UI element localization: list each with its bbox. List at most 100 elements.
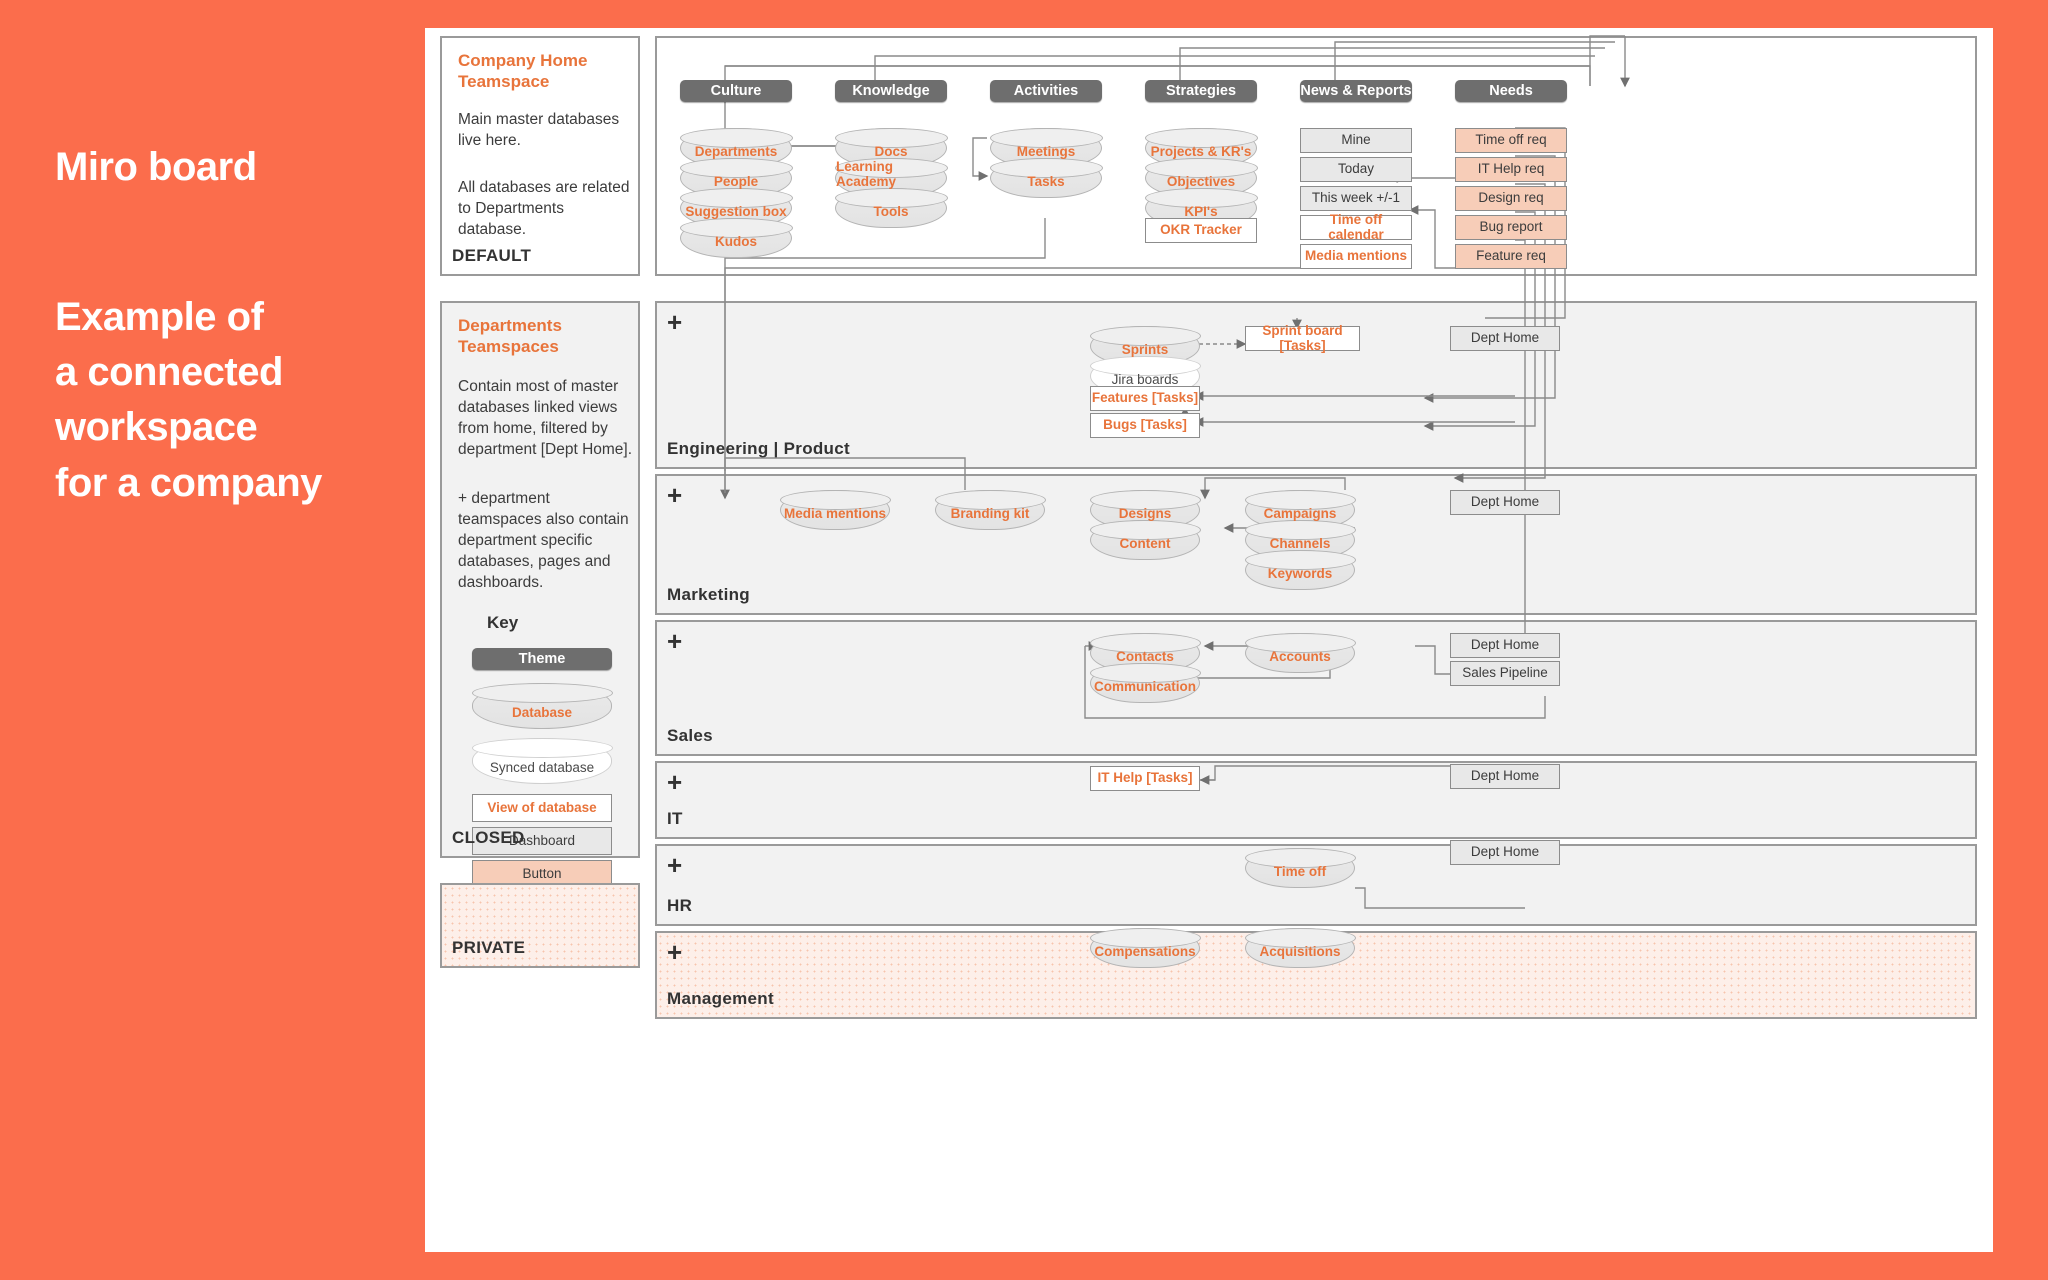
node-label: Designs [1118,506,1172,521]
page-title: Miro board [55,145,257,189]
node-button[interactable]: Feature req [1455,244,1567,269]
node-database[interactable]: Tools [834,187,948,228]
node-label: Time off [1273,864,1327,879]
add-icon[interactable]: + [667,626,683,656]
node-dashboard[interactable]: Dept Home [1450,764,1560,789]
dept-row-label: Engineering | Product [667,439,850,458]
add-icon[interactable]: + [667,937,683,967]
node-database[interactable]: Suggestion box [679,187,793,228]
node-view[interactable]: Media mentions [1300,244,1412,269]
theme-pill-needs[interactable]: Needs [1455,80,1567,102]
node-database[interactable]: Keywords [1244,549,1356,590]
node-button[interactable]: Design req [1455,186,1567,211]
node-label: Projects & KR's [1150,144,1252,159]
node-label: Contacts [1116,649,1174,664]
note-body-1: Contain most of master databases linked … [458,378,633,458]
node-label: Sprint board [Tasks] [1262,322,1343,353]
node-label: Design req [1478,190,1544,206]
node-label: IT Help [Tasks] [1097,770,1193,786]
node-button[interactable]: Time off req [1455,128,1567,153]
node-database[interactable]: Media mentions [779,489,891,530]
dept-row-label: Marketing [667,585,750,604]
theme-label: Culture [710,83,762,99]
add-icon[interactable]: + [667,767,683,797]
node-label: Media mentions [1304,248,1407,264]
node-view[interactable]: Bugs [Tasks] [1090,413,1200,438]
node-dashboard[interactable]: This week +/-1 [1300,186,1412,211]
node-label: Suggestion box [685,204,787,219]
theme-pill-knowledge[interactable]: Knowledge [835,80,947,102]
node-label: OKR Tracker [1160,222,1242,238]
node-database[interactable]: Time off [1244,847,1356,888]
node-label: Meetings [1016,144,1076,159]
note-company-home[interactable]: Company Home Teamspace Main master datab… [440,36,640,276]
node-label: Feature req [1476,248,1546,264]
dept-row-label: Sales [667,726,713,745]
node-label: Channels [1269,536,1331,551]
node-dashboard[interactable]: Mine [1300,128,1412,153]
theme-label: Strategies [1165,83,1237,99]
add-icon[interactable]: + [667,480,683,510]
theme-label: Activities [1013,83,1079,99]
node-label: Dept Home [1470,330,1540,346]
node-database[interactable]: Branding kit [934,489,1046,530]
node-label: Kudos [715,234,757,249]
board-canvas[interactable]: Company Home Teamspace Main master datab… [425,28,1993,1252]
note-heading: Company Home Teamspace [458,51,588,92]
node-database[interactable]: Kudos [679,217,793,258]
node-database[interactable]: Accounts [1244,632,1356,673]
key-item-synced-database: Synced database [471,737,613,784]
node-label: Learning Academy [836,159,897,189]
node-dashboard[interactable]: Sales Pipeline [1450,661,1560,686]
theme-label: News & Reports [1300,83,1412,99]
theme-label: Needs [1489,83,1533,99]
dept-row-it[interactable]: + IT [655,761,1977,839]
node-dashboard[interactable]: Dept Home [1450,633,1560,658]
node-label: Communication [1093,679,1196,694]
key-item-theme: Theme [472,648,612,670]
node-dashboard[interactable]: Dept Home [1450,326,1560,351]
add-icon[interactable]: + [667,850,683,880]
node-database[interactable]: Content [1089,519,1201,560]
node-database[interactable]: Compensations [1089,927,1201,968]
node-label: Objectives [1166,174,1236,189]
node-label: Mine [1341,132,1371,148]
theme-pill-activities[interactable]: Activities [990,80,1102,102]
node-label: Docs [874,144,908,159]
add-icon[interactable]: + [667,307,683,337]
node-label: Dept Home [1470,844,1540,860]
note-departments[interactable]: Departments Teamspaces Contain most of m… [440,301,640,888]
theme-pill-culture[interactable]: Culture [680,80,792,102]
theme-pill-strategies[interactable]: Strategies [1145,80,1257,102]
key-item-database: Database [471,682,613,729]
node-view[interactable]: Time off calendar [1300,212,1412,241]
node-view[interactable]: IT Help [Tasks] [1090,766,1200,791]
node-label: Jira boards [1111,372,1179,387]
node-dashboard[interactable]: Today [1300,157,1412,182]
key-item-view-of-database: View of database [472,794,612,822]
node-label: Keywords [1267,566,1333,581]
node-button[interactable]: IT Help req [1455,157,1567,182]
node-view[interactable]: OKR Tracker [1145,218,1257,243]
node-button[interactable]: Bug report [1455,215,1567,240]
node-dashboard[interactable]: Dept Home [1450,490,1560,515]
note-footer: DEFAULT [452,246,532,265]
node-database[interactable]: Communication [1089,662,1201,703]
node-label: Accounts [1269,649,1331,664]
node-label: Dept Home [1470,768,1540,784]
node-label: Features [Tasks] [1091,390,1199,406]
node-database[interactable]: Tasks [989,157,1103,198]
node-label: Today [1337,161,1375,177]
node-label: Dept Home [1470,494,1540,510]
node-database[interactable]: Acquisitions [1244,927,1356,968]
theme-pill-news-reports[interactable]: News & Reports [1300,80,1412,102]
note-private[interactable]: PRIVATE [440,883,640,968]
node-label: Sales Pipeline [1462,665,1548,681]
node-view[interactable]: Features [Tasks] [1090,386,1200,411]
node-view[interactable]: Sprint board [Tasks] [1245,322,1360,353]
node-dashboard[interactable]: Dept Home [1450,840,1560,865]
node-label: Content [1119,536,1171,551]
node-label: Tasks [1027,174,1065,189]
node-label: Tools [873,204,909,219]
node-label: Departments [694,144,778,159]
